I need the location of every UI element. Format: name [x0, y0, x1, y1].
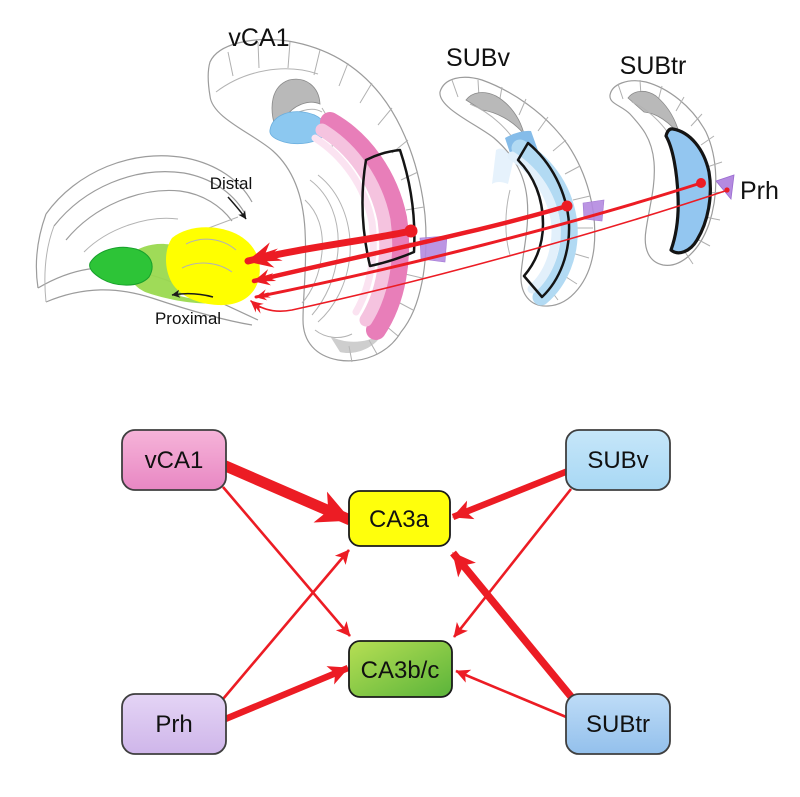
node-box-vca1	[121, 429, 227, 491]
projection-line-subtr	[254, 181, 703, 301]
subtr-blue-crescent	[664, 127, 712, 255]
vca1-band-inner	[315, 123, 393, 327]
subtr-slice	[609, 79, 735, 266]
distal-arrow	[227, 196, 247, 220]
diagram-edges	[218, 458, 576, 724]
edge-vca1-ca3a	[218, 458, 353, 526]
top-labels: vCA1 SUBv SUBtr Prh Distal Proximal	[155, 24, 779, 328]
subtr-section-label: SUBtr	[620, 52, 687, 80]
distal-label: Distal	[210, 174, 253, 193]
hippocampus-horizontal-section	[35, 155, 260, 326]
subtr-origin-dot	[696, 178, 706, 188]
edge-subtr-ca3a	[450, 550, 576, 702]
vca1-origin-dot	[404, 224, 418, 238]
vca1-slice	[207, 38, 448, 363]
subv-origin-dot	[561, 200, 573, 212]
node-box-ca3a	[348, 490, 451, 547]
proximal-arrow	[171, 289, 214, 298]
node-label-vca1: vCA1	[145, 447, 204, 474]
projection-line-prh	[250, 189, 729, 314]
node-label-subv: SUBv	[587, 447, 648, 474]
node-box-subtr	[565, 693, 671, 755]
node-label-subtr: SUBtr	[586, 711, 650, 738]
vca1-section-label: vCA1	[228, 24, 289, 52]
vca1-roi-outline	[361, 148, 416, 268]
subv-section-label: SUBv	[446, 44, 510, 72]
subv-roi-outline	[516, 141, 571, 299]
subtr-gray-wedge	[627, 90, 681, 137]
node-label-prh: Prh	[155, 711, 192, 738]
prh-label: Prh	[740, 177, 779, 205]
prh-purple-triangle	[715, 174, 735, 200]
edge-subtr-ca3bc	[455, 669, 572, 721]
edge-prh-ca3a	[222, 549, 350, 700]
edge-vca1-ca3bc	[222, 486, 351, 637]
edge-subv-ca3bc	[452, 488, 573, 638]
gray-matter-band	[330, 334, 382, 354]
projection-lines	[244, 178, 730, 314]
ca3a-region	[166, 227, 260, 306]
projection-line-vca1	[244, 227, 415, 268]
projection-line-subv	[251, 203, 570, 286]
subv-slice	[439, 76, 605, 307]
proximal-label: Proximal	[155, 309, 221, 328]
edge-prh-ca3bc	[221, 664, 350, 724]
ca3c-region	[89, 246, 153, 286]
node-box-subv	[565, 429, 671, 491]
prh-origin-dot	[724, 187, 730, 193]
vca1-band-outer	[320, 112, 410, 340]
node-label-ca3bc: CA3b/c	[361, 657, 440, 684]
node-box-prh	[121, 693, 227, 755]
diagram-nodes: vCA1 SUBv Prh SUBtr CA3a CA3b/c	[121, 429, 671, 755]
edge-subv-ca3a	[451, 465, 575, 521]
node-label-ca3a: CA3a	[369, 506, 430, 533]
node-box-ca3bc	[348, 640, 453, 698]
subv-gray-wedge	[465, 92, 525, 135]
